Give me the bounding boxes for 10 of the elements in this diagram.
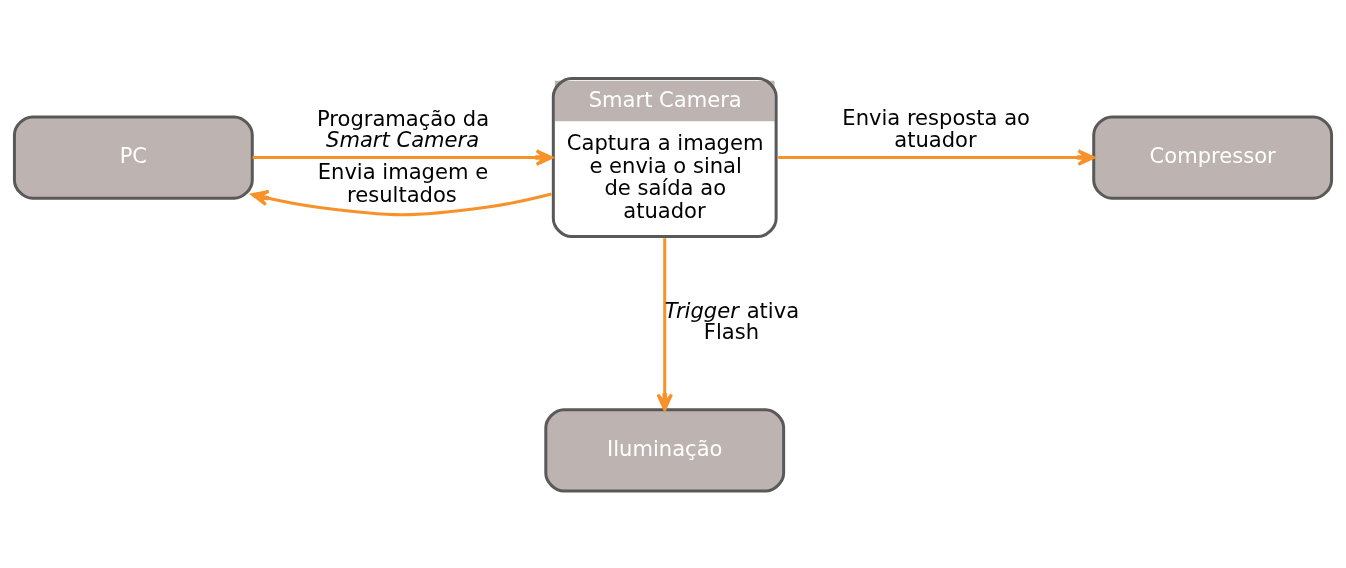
arrow [778,149,1096,166]
edge-label: Programação da Smart Camera [317,106,490,153]
node-box: Iluminação [544,408,786,493]
arrow [250,189,552,217]
edge-label: Envia imagem e resultados [317,158,489,207]
node-box: Compressor [1092,115,1334,200]
arrow [252,149,554,166]
arrow [656,238,673,412]
node-box: PC [12,115,254,200]
edge-label: Envia resposta ao atuador [842,104,1030,153]
